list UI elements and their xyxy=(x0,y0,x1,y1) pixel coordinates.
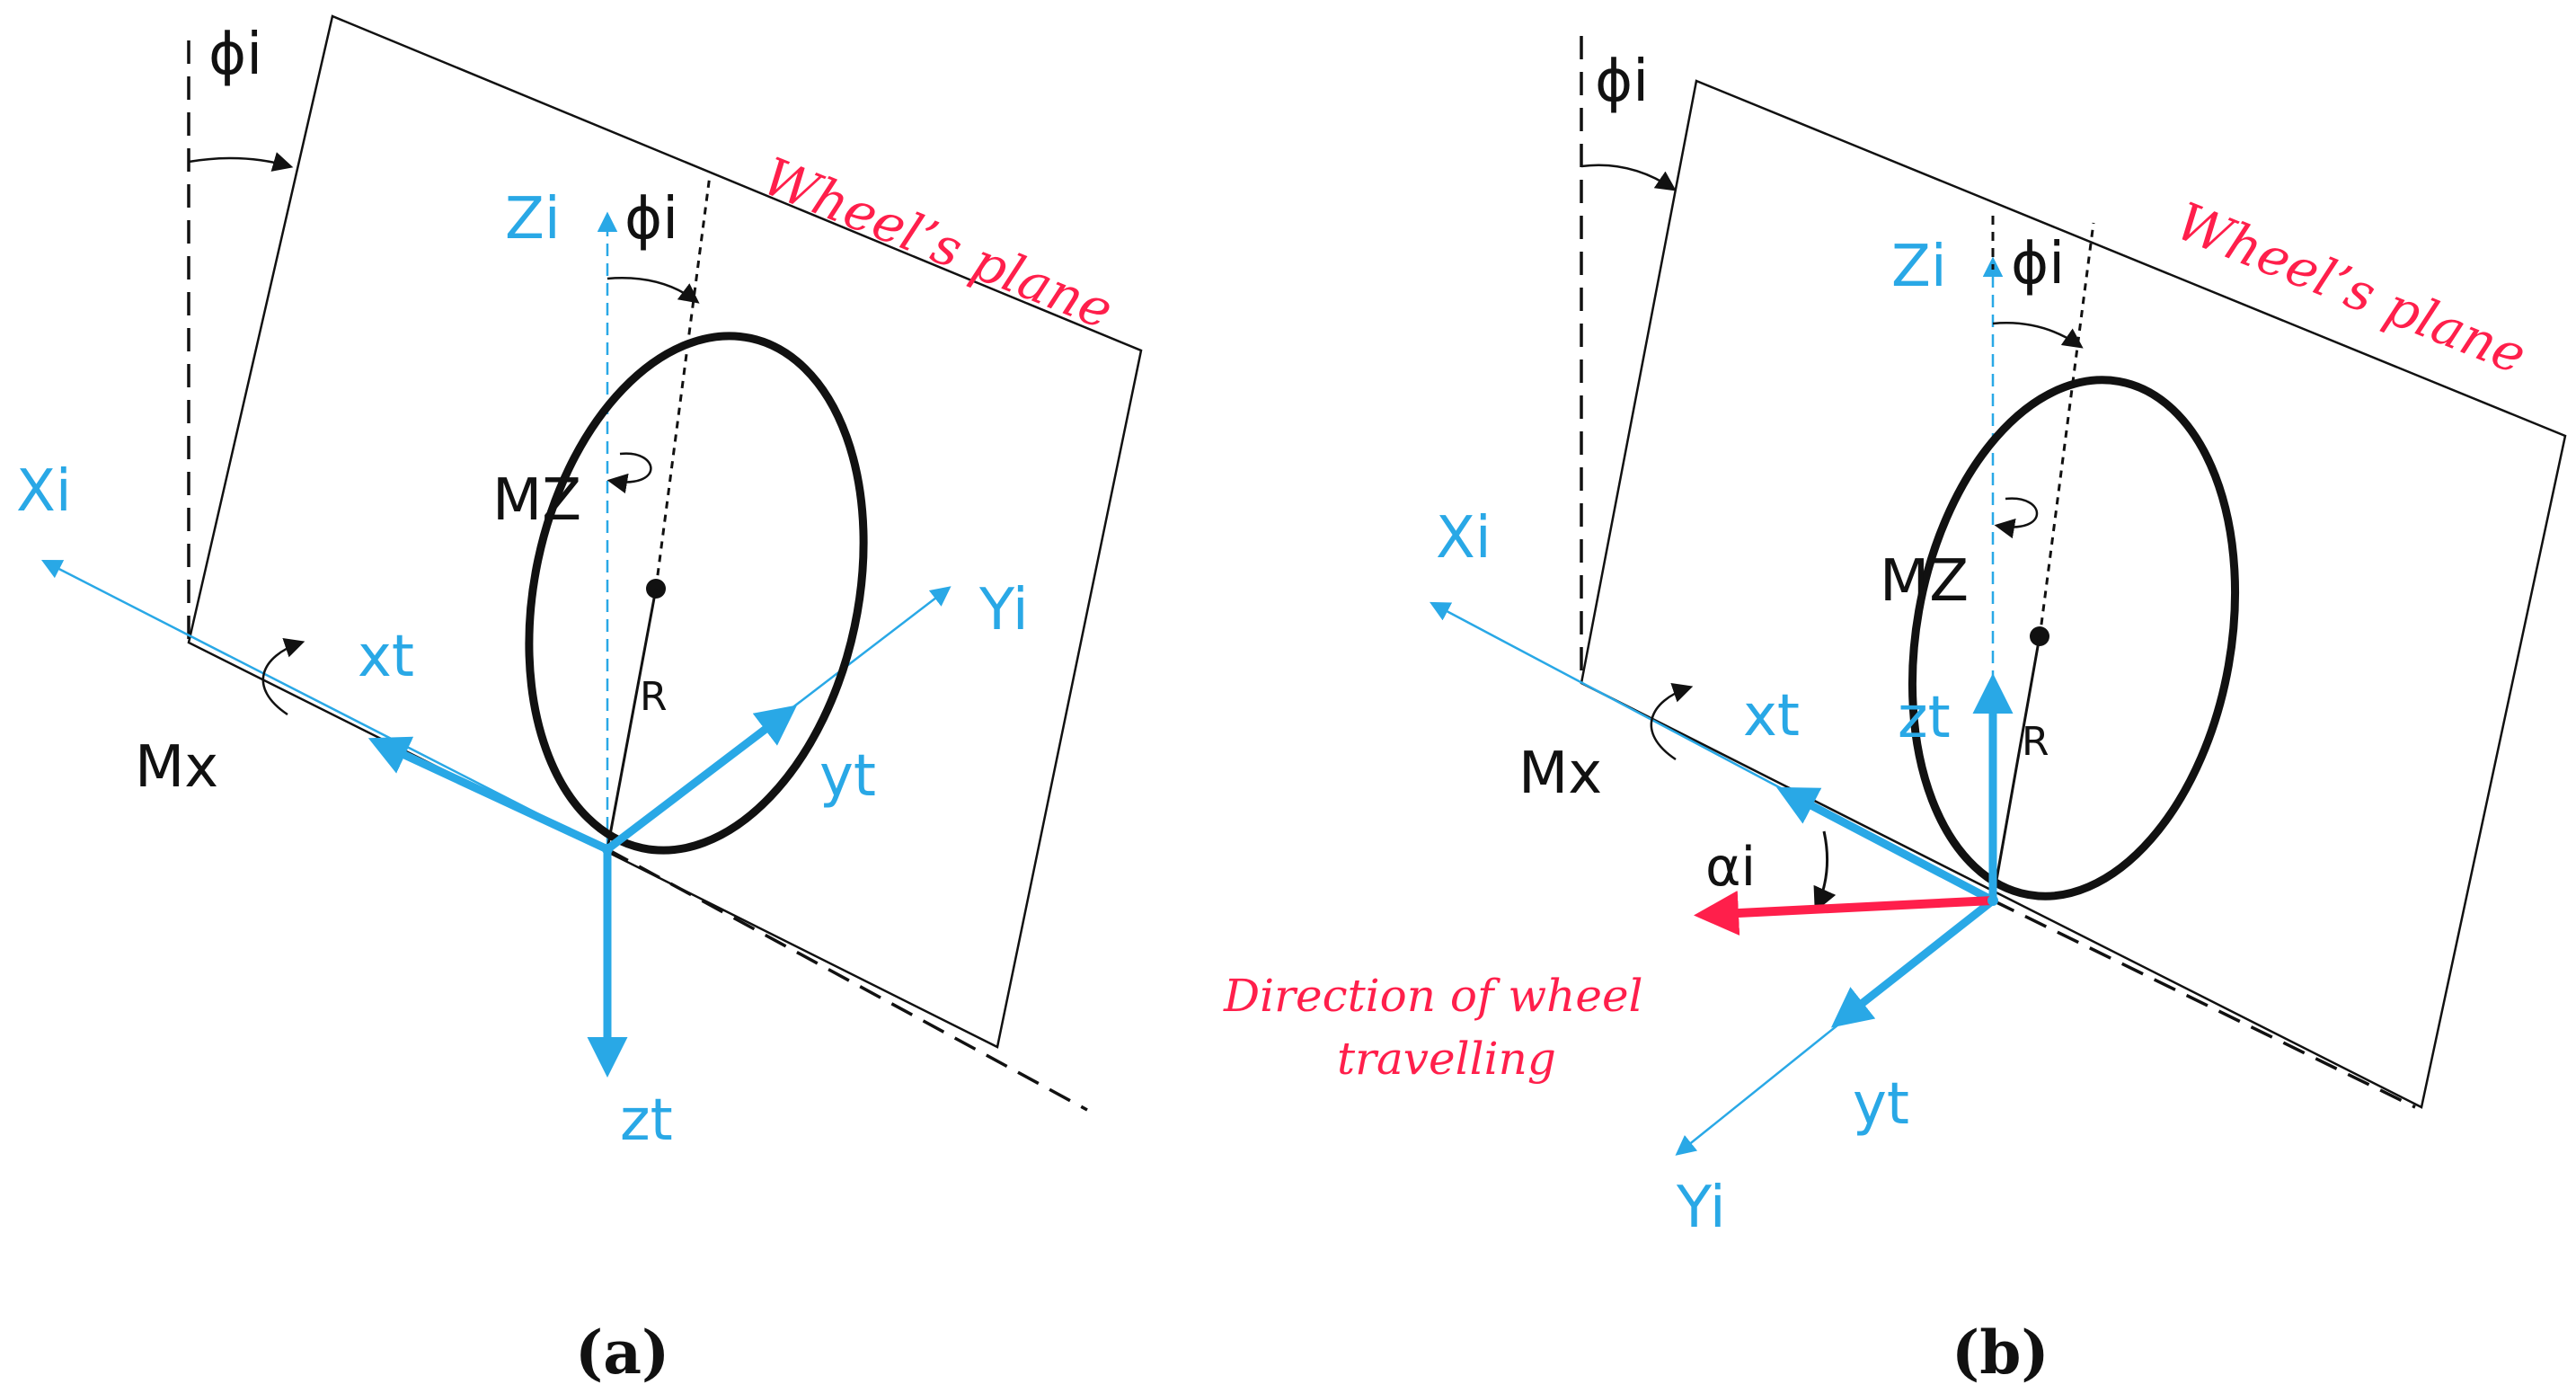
caption-b: (b) xyxy=(1952,1318,2049,1388)
label-plane-a: Wheel’s plane xyxy=(755,146,1121,342)
label-phi-top-b: ϕi xyxy=(1595,49,1649,115)
label-yt-b: yt xyxy=(1853,1071,1909,1138)
label-r-b: R xyxy=(2022,719,2049,765)
phi-arc-top-b xyxy=(1580,164,1677,191)
panel-b: ϕi ϕi Zi Xi Yi xt zt yt MZ Mx R αi Wheel… xyxy=(1223,36,2567,1388)
wheel-plane-a xyxy=(187,14,1143,1049)
phi-arc-inner-a xyxy=(606,277,700,304)
yt-arrow-b xyxy=(1830,897,1996,1028)
label-x-axis-b: Xi xyxy=(1436,505,1492,572)
yt-arrow-a xyxy=(605,705,798,853)
label-zt-a: zt xyxy=(620,1087,673,1154)
xt-arrow-b xyxy=(1776,786,1996,904)
label-xt-b: xt xyxy=(1743,683,1800,750)
mx-moment-b xyxy=(1650,683,1694,761)
wheel-vertical-dotted-b xyxy=(2038,222,2095,639)
label-y-axis-a: Yi xyxy=(978,577,1029,643)
travel-direction-arrow-b xyxy=(1694,891,1994,936)
mz-moment-b xyxy=(1994,497,2039,539)
label-mz-a: MZ xyxy=(492,467,581,534)
wheel-a xyxy=(525,332,868,855)
label-mx-a: Mx xyxy=(135,734,218,801)
label-alpha-b: αi xyxy=(1705,836,1756,899)
phi-arc-inner-b xyxy=(1992,322,2084,349)
label-phi-inner-b: ϕi xyxy=(2011,231,2065,297)
label-yt-a: yt xyxy=(819,743,876,810)
label-z-axis-a: Zi xyxy=(505,186,561,253)
radius-line-a xyxy=(606,588,658,850)
mz-moment-a xyxy=(606,452,652,494)
label-phi-inner-a: ϕi xyxy=(624,186,678,253)
alpha-arc-b xyxy=(1813,830,1837,912)
label-direction-line1-b: Direction of wheel xyxy=(1223,970,1643,1022)
mx-moment-a xyxy=(261,638,305,716)
label-direction-line2-b: travelling xyxy=(1337,1033,1556,1085)
xt-arrow-a xyxy=(367,736,609,854)
phi-arc-top-a xyxy=(188,152,294,172)
label-z-axis-b: Zi xyxy=(1891,234,1947,300)
label-x-axis-a: Xi xyxy=(16,458,72,525)
ground-dashed-b xyxy=(1992,899,2416,1109)
wheel-vertical-dotted-a xyxy=(654,174,712,590)
wheel-plane-b xyxy=(1580,79,2567,1109)
caption-a: (a) xyxy=(575,1318,669,1388)
contact-origin-b xyxy=(1987,895,1998,906)
label-r-a: R xyxy=(640,674,668,720)
label-y-axis-b: Yi xyxy=(1676,1175,1726,1241)
label-zt-b: zt xyxy=(1898,685,1951,751)
label-mz-b: MZ xyxy=(1880,548,1969,615)
label-xt-a: xt xyxy=(358,624,414,690)
label-plane-b: Wheel’s plane xyxy=(2168,191,2535,386)
label-mx-b: Mx xyxy=(1518,741,1602,807)
ground-dashed-a xyxy=(606,847,1088,1112)
wheel-b xyxy=(1908,376,2240,901)
contact-origin-a xyxy=(602,844,613,855)
label-phi-top-a: ϕi xyxy=(208,22,262,88)
panel-a: ϕi ϕi Zi Xi Yi xt yt zt MZ Mx R Wheel’s … xyxy=(16,14,1143,1388)
radius-line-b xyxy=(1991,635,2041,901)
